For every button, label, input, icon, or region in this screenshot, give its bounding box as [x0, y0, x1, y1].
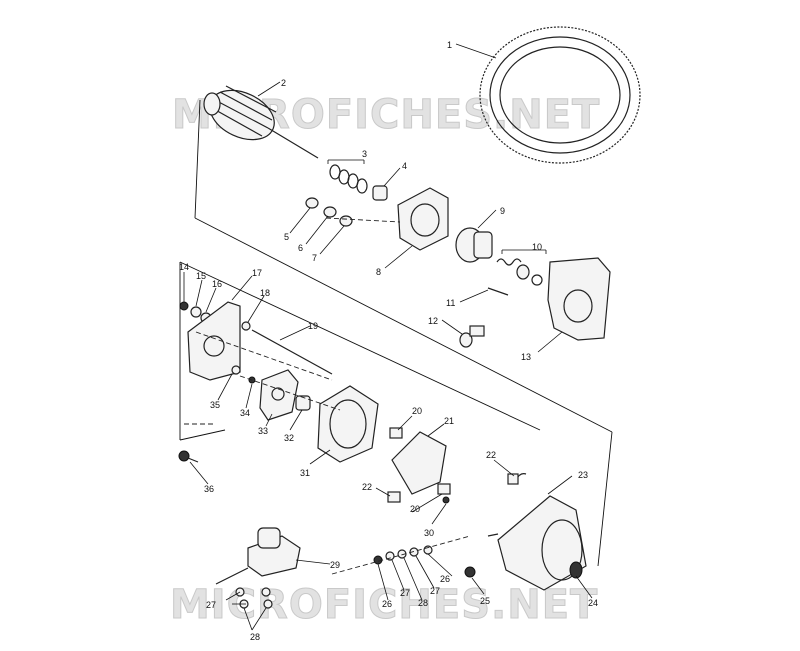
callout-28b: 28	[250, 632, 260, 642]
callout-27b: 27	[430, 586, 440, 596]
callout-27a: 27	[400, 588, 410, 598]
end-bushing	[295, 395, 311, 411]
callout-26b: 26	[440, 574, 450, 584]
callout-15: 15	[196, 271, 206, 281]
armature	[203, 85, 319, 159]
mount-bolt	[459, 325, 485, 348]
field-frame	[497, 495, 587, 591]
callout-18: 18	[260, 288, 270, 298]
callout-19: 19	[308, 321, 318, 331]
callout-13: 13	[521, 352, 531, 362]
ring-gear	[479, 26, 641, 164]
callout-36: 36	[204, 484, 214, 494]
callout-24: 24	[588, 598, 598, 608]
callout-31: 31	[300, 468, 310, 478]
callout-21: 21	[444, 416, 454, 426]
spring-set	[329, 164, 368, 194]
callout-29: 29	[330, 560, 340, 570]
callout-3: 3	[362, 149, 367, 159]
callout-17: 17	[252, 268, 262, 278]
terminal-nut	[464, 566, 476, 578]
nut-washer-set	[179, 301, 212, 324]
callout-30: 30	[424, 528, 434, 538]
callout-6: 6	[298, 243, 303, 253]
pinion-spring	[496, 258, 543, 286]
callout-35: 35	[210, 400, 220, 410]
callout-8: 8	[376, 267, 381, 277]
callout-9: 9	[500, 206, 505, 216]
callout-11: 11	[446, 298, 455, 308]
callout-labels: 1 2 3 4 5 6 7 8 9 10 11 12 13 14 15 16 1…	[179, 40, 598, 642]
drive-end-housing	[397, 187, 449, 251]
callout-20a: 20	[412, 406, 422, 416]
callout-4: 4	[402, 161, 407, 171]
leader-lines	[183, 43, 593, 631]
stud	[487, 287, 509, 296]
drive-pinion	[455, 227, 493, 263]
callout-1: 1	[447, 40, 452, 50]
callout-34: 34	[240, 408, 250, 418]
callout-32: 32	[284, 433, 294, 443]
terminal-hardware	[373, 533, 499, 565]
callout-33: 33	[258, 426, 268, 436]
callout-25: 25	[480, 596, 490, 606]
cover-screws	[231, 365, 256, 384]
thru-bolt-washer	[241, 321, 251, 331]
mounting-bracket	[547, 257, 611, 341]
callout-23: 23	[578, 470, 588, 480]
through-bolt	[251, 329, 333, 375]
callout-22a: 22	[486, 450, 496, 460]
callout-22b: 22	[362, 482, 372, 492]
callout-2: 2	[281, 78, 286, 88]
callout-16: 16	[212, 279, 222, 289]
callout-7: 7	[312, 253, 317, 263]
bushing	[372, 185, 388, 201]
washers-upper	[305, 197, 353, 227]
callout-27c: 27	[206, 600, 216, 610]
callout-5: 5	[284, 232, 289, 242]
callout-14: 14	[179, 262, 189, 272]
brush-plate	[389, 427, 451, 495]
solenoid	[215, 527, 301, 609]
callout-12: 12	[428, 316, 438, 326]
callout-28a: 28	[418, 598, 428, 608]
brush-screw	[442, 496, 450, 504]
frame-bolt	[178, 450, 199, 463]
brushes	[387, 473, 527, 503]
commutator-housing	[317, 385, 379, 463]
assembly-paths	[184, 217, 471, 575]
end-cover	[259, 369, 299, 421]
callout-26a: 26	[382, 599, 392, 609]
callout-10: 10	[532, 242, 542, 252]
callout-20b: 20	[410, 504, 420, 514]
